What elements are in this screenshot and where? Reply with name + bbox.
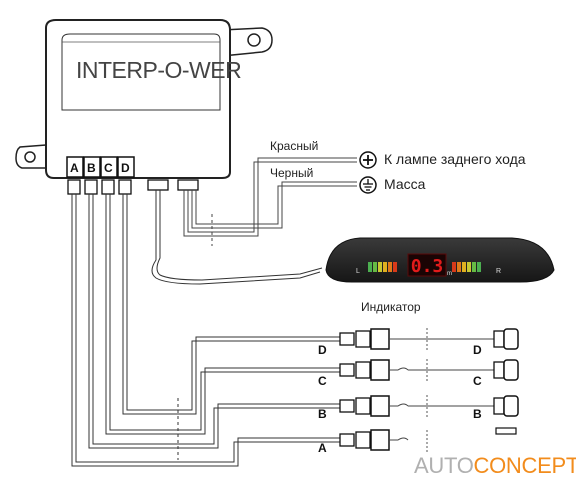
- watermark-part-1: AUTO: [414, 453, 474, 478]
- red-wire-label: Красный: [270, 139, 319, 153]
- sensor-wires: [71, 194, 340, 467]
- indicator-left-mark: L: [356, 268, 360, 275]
- black-wire-label: Черный: [270, 166, 314, 180]
- indicator-unit-mark: m: [447, 271, 452, 277]
- port-label-c: C: [104, 161, 113, 175]
- sensor-label-b-right: B: [473, 407, 482, 421]
- indicator-right-mark: R: [496, 268, 501, 275]
- sensor-label-a-left: A: [318, 441, 327, 455]
- indicator-cable: [151, 190, 323, 285]
- port-label-a: A: [70, 161, 79, 175]
- indicator-label: Индикатор: [361, 300, 421, 314]
- indicator-display: 0.3 L R m: [325, 237, 555, 283]
- ground-icon: [359, 176, 377, 194]
- sensor-label-c-right: C: [473, 374, 482, 388]
- plus-icon: [359, 151, 377, 169]
- indicator-digit-display: 0.3: [411, 256, 444, 277]
- brand-logo-text: INTERP-O-WER: [76, 57, 242, 83]
- reverse-lamp-label: К лампе заднего хода: [384, 151, 526, 167]
- channel-connectors: A B C D: [66, 156, 199, 195]
- port-label-b: B: [87, 161, 96, 175]
- ground-label: Масса: [384, 176, 426, 192]
- port-label-d: D: [121, 161, 130, 175]
- sensor-label-d-left: D: [318, 343, 327, 357]
- sensor-a: [339, 427, 517, 452]
- right-bar-leds: [452, 262, 481, 272]
- sensor-d: [339, 328, 519, 350]
- power-wires: [183, 157, 357, 246]
- sensor-label-b-left: B: [318, 407, 327, 421]
- sensor-labels: D D C C B B A: [318, 343, 482, 455]
- sensor-b: [339, 395, 519, 417]
- sensor-label-c-left: C: [318, 374, 327, 388]
- left-bar-leds: [368, 262, 397, 272]
- watermark-part-2: CONCEPT: [473, 453, 576, 478]
- watermark-logo: AUTOCONCEPT: [414, 453, 576, 479]
- sensor-label-d-right: D: [473, 343, 482, 357]
- sensor-c: [339, 359, 519, 381]
- control-unit: [15, 19, 273, 179]
